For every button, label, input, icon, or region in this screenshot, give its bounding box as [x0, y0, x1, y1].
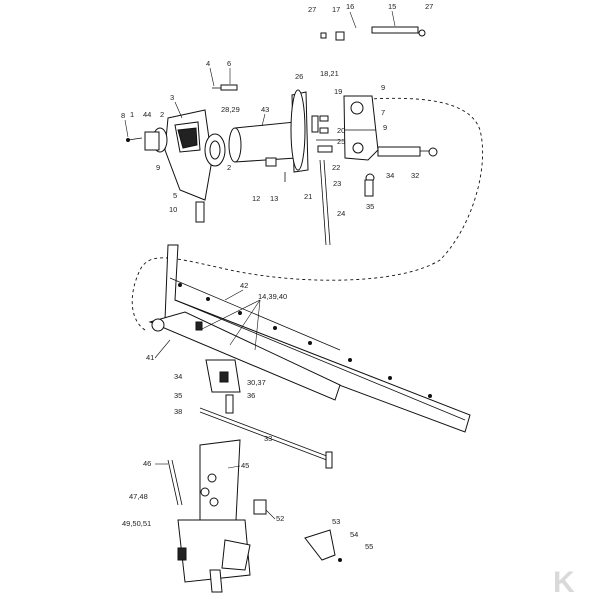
- brand-watermark: K: [553, 566, 575, 599]
- lever-46: [167, 459, 183, 506]
- rod-33: [199, 407, 333, 469]
- callout-13: 13: [270, 194, 278, 203]
- callout-20: 20: [337, 126, 345, 135]
- leader-lines: [124, 10, 396, 520]
- callout-35a: 35: [366, 202, 374, 211]
- bolt-part-6: [212, 84, 238, 91]
- callout-12: 12: [252, 194, 260, 203]
- linkage-rod-15: [320, 26, 426, 41]
- bracket-53: [304, 529, 342, 562]
- callout-10: 10: [169, 205, 177, 214]
- callout-27a: 27: [308, 5, 316, 14]
- callout-5: 5: [173, 191, 177, 200]
- callout-14-39-40: 14,39,40: [258, 292, 287, 301]
- callout-18-21: 18,21: [320, 69, 339, 78]
- callout-7: 7: [381, 108, 385, 117]
- boom-arm: [148, 244, 471, 433]
- callout-9b: 9: [381, 83, 385, 92]
- callout-8: 8: [121, 111, 125, 120]
- boom-bracket-30-37: [205, 359, 241, 414]
- callout-21: 21: [304, 192, 312, 201]
- callout-4: 4: [206, 59, 210, 68]
- callout-41: 41: [146, 353, 154, 362]
- callout-53: 53: [332, 517, 340, 526]
- block-52: [253, 499, 267, 515]
- callout-30-37: 30,37: [247, 378, 266, 387]
- callout-labels: 1 2 2 3 4 5 6 7 8 9 9 9 10 12 13 15 16 1…: [121, 2, 433, 551]
- callout-28-29: 28,29: [221, 105, 240, 114]
- callout-32: 32: [411, 171, 419, 180]
- callout-25: 25: [337, 137, 345, 146]
- callout-16: 16: [346, 2, 354, 11]
- callout-33: 33: [264, 434, 272, 443]
- callout-52: 52: [276, 514, 284, 523]
- callout-22: 22: [332, 163, 340, 172]
- callout-2b: 2: [227, 163, 231, 172]
- callout-27b: 27: [425, 2, 433, 11]
- rod-24: [319, 159, 331, 246]
- callout-24: 24: [337, 209, 345, 218]
- callout-2: 2: [160, 110, 164, 119]
- callout-15: 15: [388, 2, 396, 11]
- pin-part-10: [195, 201, 205, 223]
- callout-43: 43: [261, 105, 269, 114]
- callout-26: 26: [295, 72, 303, 81]
- callout-3: 3: [170, 93, 174, 102]
- callout-44: 44: [143, 110, 151, 119]
- callout-35b: 35: [174, 391, 182, 400]
- callout-49-50-51: 49,50,51: [122, 519, 151, 528]
- callout-17: 17: [332, 5, 340, 14]
- callout-19: 19: [334, 87, 342, 96]
- driveshaft-housing: [228, 89, 309, 182]
- bolt-part-8: [126, 137, 143, 142]
- callout-9c: 9: [383, 123, 387, 132]
- gearbox-housing: [144, 109, 226, 201]
- callout-6: 6: [227, 59, 231, 68]
- callout-45: 45: [241, 461, 249, 470]
- callout-1: 1: [130, 110, 134, 119]
- callout-46: 46: [143, 459, 151, 468]
- callout-42: 42: [240, 281, 248, 290]
- callout-9a: 9: [156, 163, 160, 172]
- callout-38: 38: [174, 407, 182, 416]
- callout-23: 23: [333, 179, 341, 188]
- hydraulic-cylinder-32: [377, 146, 438, 157]
- callout-55: 55: [365, 542, 373, 551]
- mounting-bracket: [343, 95, 379, 161]
- callout-47-48: 47,48: [129, 492, 148, 501]
- callout-34a: 34: [386, 171, 394, 180]
- callout-54: 54: [350, 530, 358, 539]
- callout-34b: 34: [174, 372, 182, 381]
- support-frame-45: [177, 439, 251, 593]
- callout-36: 36: [247, 391, 255, 400]
- small-parts-18-26: [311, 115, 375, 197]
